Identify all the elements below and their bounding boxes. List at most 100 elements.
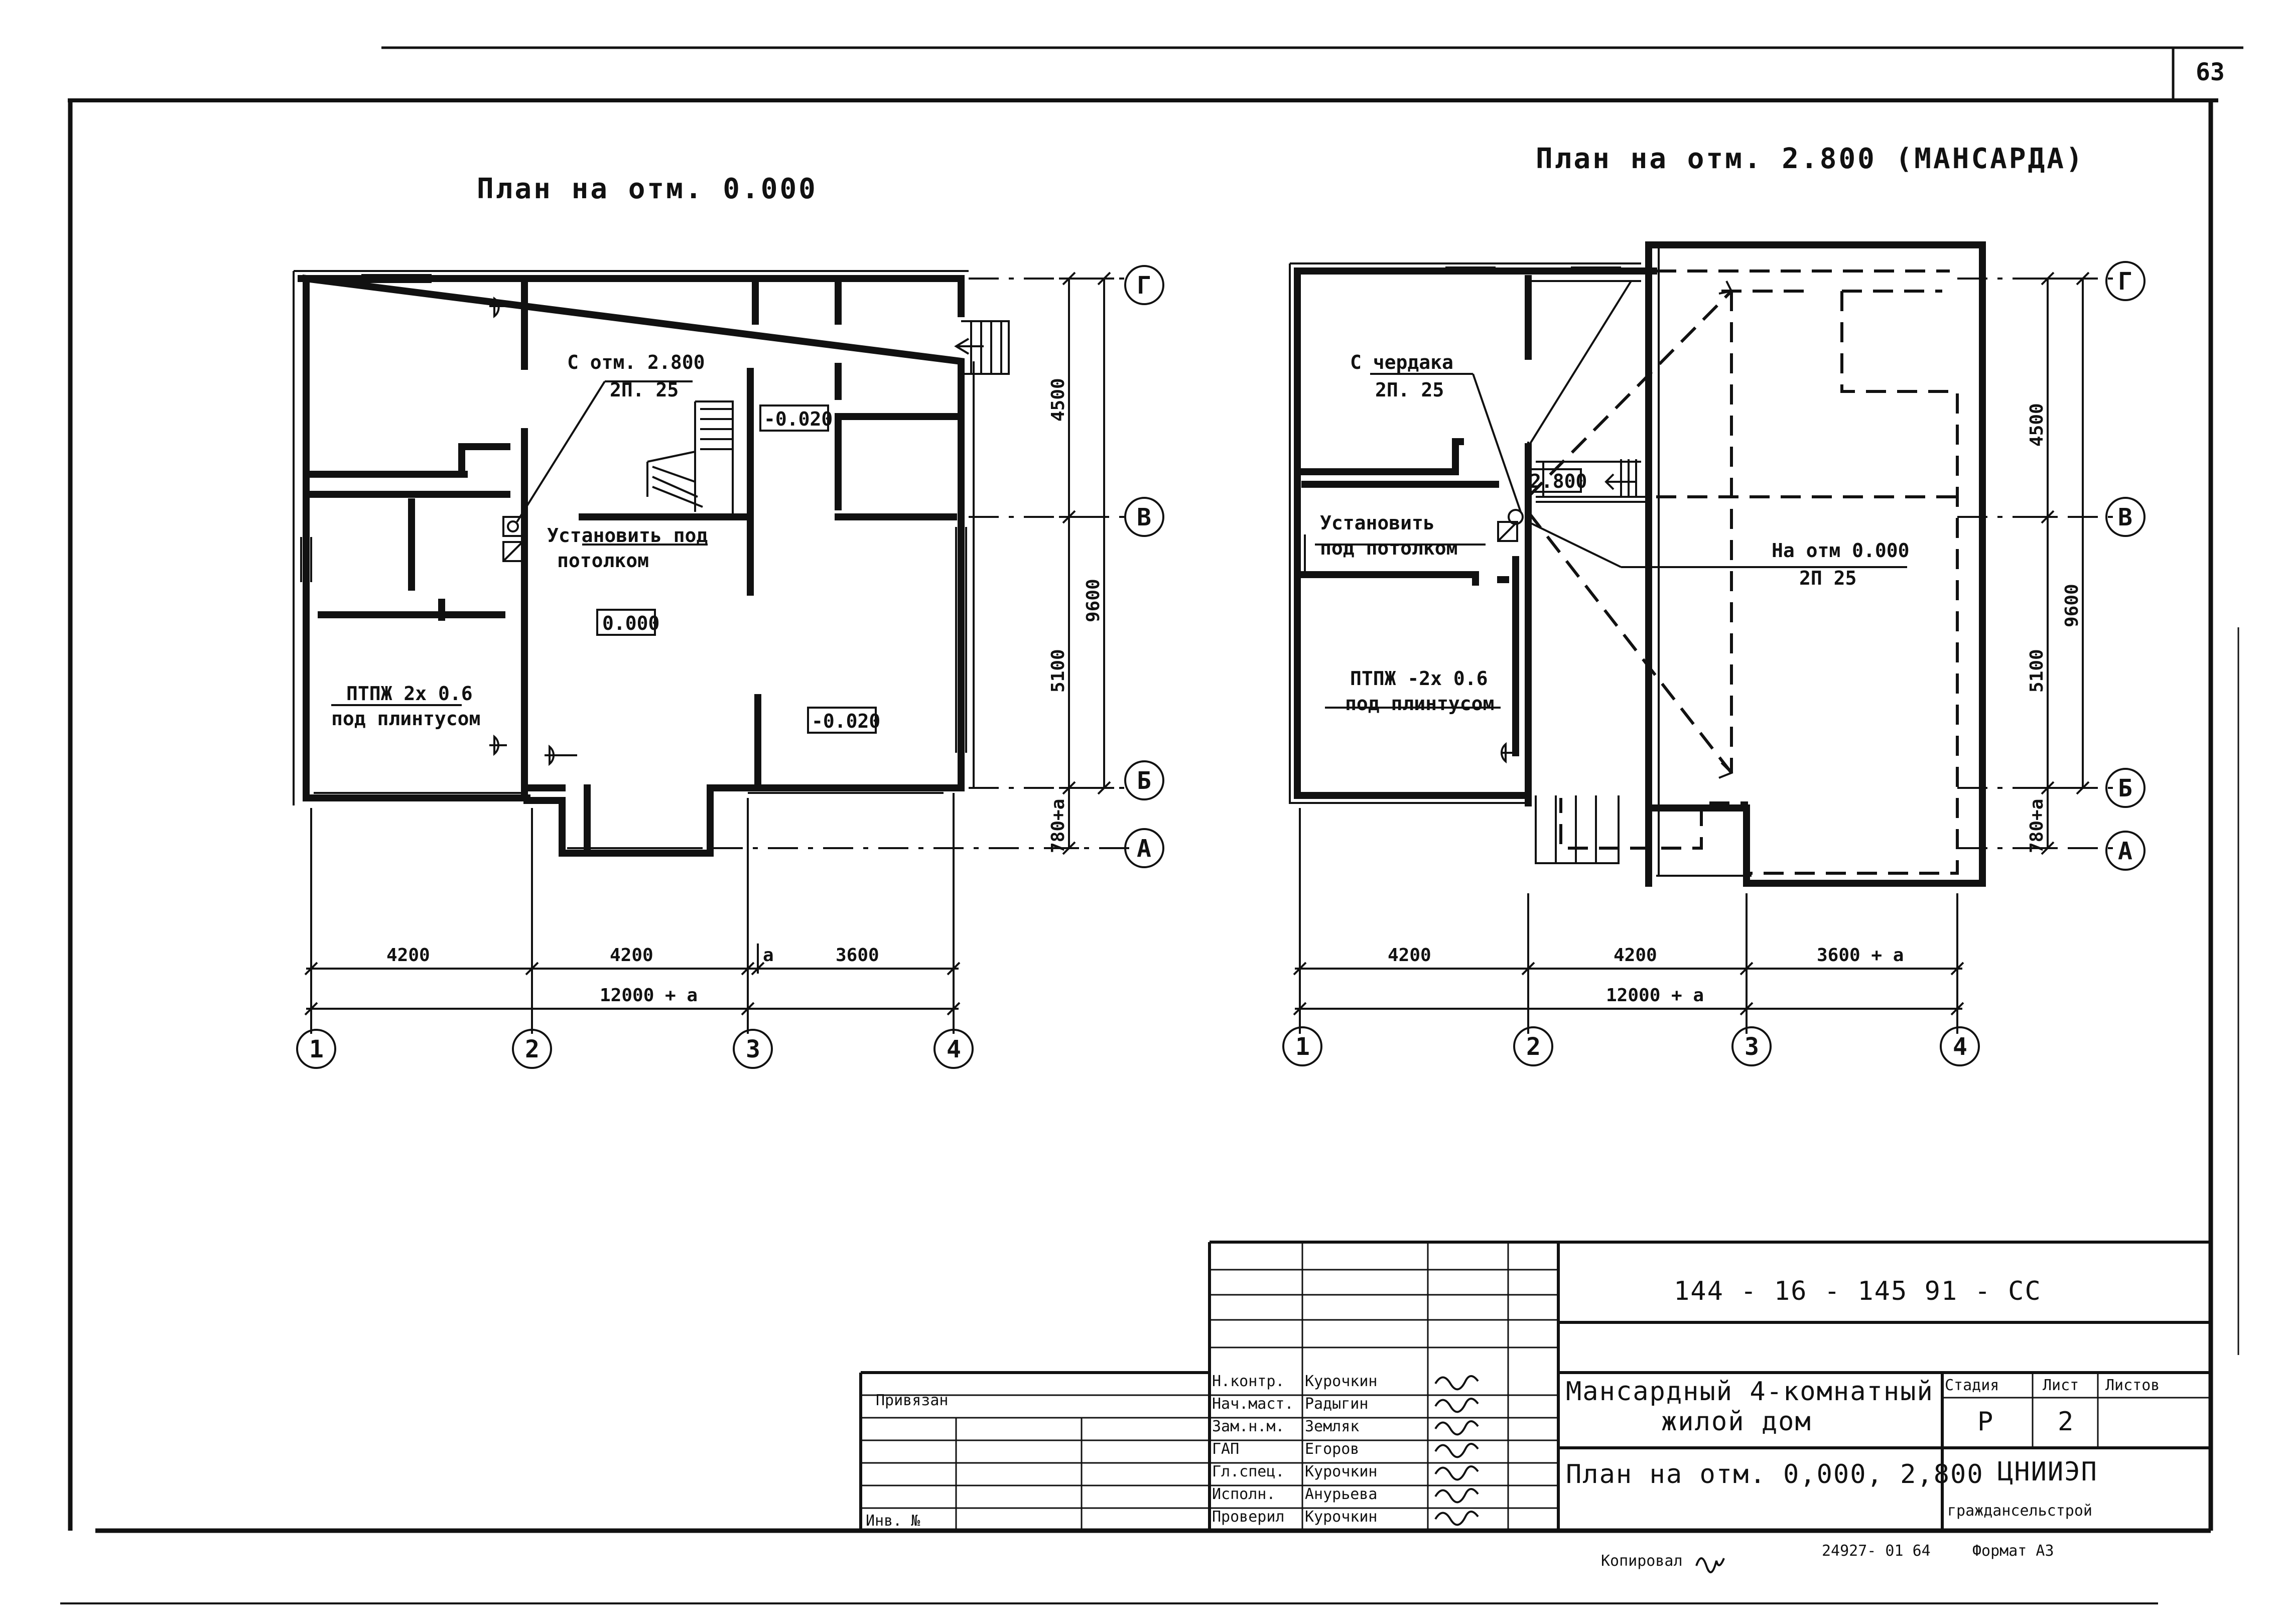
title-block-org-line2: граждансельстрой <box>1947 1502 2092 1520</box>
right-axis-4: 4 <box>1953 1033 1967 1061</box>
left-axis-2: 2 <box>525 1035 540 1063</box>
title-block-project-line2: жилой дом <box>1661 1407 1812 1437</box>
title-block-name: Егоров <box>1305 1440 1359 1458</box>
left-dim-780a: 780+a <box>1048 799 1068 853</box>
right-note-install: Установить <box>1320 512 1435 534</box>
signature-mark <box>1434 1443 1479 1458</box>
right-interior-walls <box>1294 275 1532 799</box>
footer-signature <box>1695 1557 1725 1573</box>
left-axis-3: 3 <box>746 1035 760 1063</box>
left-interior-walls <box>303 275 965 857</box>
title-block-stage-value: Р <box>1977 1407 1994 1437</box>
left-note-ceiling: потолком <box>557 550 649 572</box>
right-dashed-outline <box>1559 269 1959 875</box>
right-note-2p25-b: 2П 25 <box>1799 567 1856 589</box>
left-dim-9600: 9600 <box>1083 579 1104 622</box>
signature-mark <box>1434 1375 1479 1391</box>
title-block-stage-label: Стадия <box>1945 1377 1999 1394</box>
right-axis-1: 1 <box>1295 1033 1310 1061</box>
left-mark-m020-b: -0.020 <box>812 710 880 732</box>
right-exterior-wall <box>1294 241 1986 887</box>
title-block-role: Гл.спец. <box>1212 1463 1285 1480</box>
signature-mark <box>1434 1488 1479 1504</box>
right-dim-780a: 780+a <box>2027 799 2047 853</box>
title-block-roles: Н.контр.КурочкинНач.маст.РадыгинЗам.н.м.… <box>1212 1373 1479 1526</box>
signature-mark <box>1434 1511 1479 1526</box>
left-stair <box>646 400 734 517</box>
right-axis-2: 2 <box>1526 1033 1541 1061</box>
left-dim-a: a <box>763 945 774 966</box>
title-block: 144 - 16 - 145 91 - СС Мансардный 4-комн… <box>859 1241 2211 1531</box>
left-dim-4200-b: 4200 <box>610 945 653 966</box>
left-note-2p25: 2П. 25 <box>610 379 679 401</box>
left-axis-bubbles: Г В Б А 1 2 3 4 <box>296 265 1164 1069</box>
left-axis-1: 1 <box>309 1035 324 1063</box>
right-mark-2800: 2.800 <box>1530 470 1587 492</box>
title-block-role: Исполн. <box>1212 1485 1275 1503</box>
signature-mark <box>1434 1420 1479 1436</box>
right-detector <box>1500 742 1516 764</box>
title-block-sheet-value: 2 <box>2058 1407 2074 1437</box>
title-block-name: Радыгин <box>1305 1395 1368 1413</box>
left-plan-title: План на отм. 0.000 <box>477 173 818 205</box>
title-block-project-line1: Мансардный 4-комнатный <box>1566 1377 1934 1407</box>
title-block-name: Анурьева <box>1305 1485 1378 1503</box>
signature-mark <box>1434 1398 1479 1413</box>
title-block-inv-label: Инв. № <box>866 1512 920 1530</box>
title-block-name: Курочкин <box>1305 1463 1378 1480</box>
left-axis-g: Г <box>1137 272 1151 300</box>
right-dim-total: 12000 + a <box>1606 985 1704 1006</box>
right-dim-9600: 9600 <box>2062 584 2082 627</box>
left-axis-a: А <box>1137 835 1151 863</box>
left-dim-4200-a: 4200 <box>386 945 430 966</box>
right-plan-title: План на отм. 2.800 (МАНСАРДА) <box>1536 143 2085 175</box>
right-note-ceiling: под потолком <box>1320 537 1458 559</box>
title-block-sheet-title: План на отм. 0,000, 2,800 <box>1566 1459 1984 1490</box>
left-plan: План на отм. 0.000 С отм. 2.800 2П. 25 У… <box>293 173 1129 1034</box>
title-block-role: Зам.н.м. <box>1212 1418 1285 1435</box>
right-dim-4200-a: 4200 <box>1388 945 1431 966</box>
left-dim-total: 12000 + a <box>600 985 698 1006</box>
title-block-name: Земляк <box>1305 1418 1359 1435</box>
right-note-2p25: 2П. 25 <box>1375 379 1444 401</box>
left-axis-v: В <box>1137 503 1151 531</box>
title-block-code: 144 - 16 - 145 91 - СС <box>1674 1276 2042 1306</box>
right-stair <box>1536 459 1649 503</box>
left-detector-3 <box>545 744 577 766</box>
left-dim-4500: 4500 <box>1048 378 1068 422</box>
footer-order: 24927- 01 64 <box>1822 1542 1931 1560</box>
signature-mark <box>1434 1465 1479 1481</box>
right-dim-5100: 5100 <box>2027 649 2047 693</box>
right-axis-g: Г <box>2118 267 2132 296</box>
footer-format: Формат А3 <box>1972 1542 2054 1560</box>
right-dim-4500: 4500 <box>2027 403 2047 447</box>
right-axis-b: Б <box>2118 774 2132 802</box>
right-note-plinth: под плинтусом <box>1345 693 1494 715</box>
left-riser-box <box>502 516 523 537</box>
title-block-role: ГАП <box>1212 1440 1239 1458</box>
left-detector-2 <box>489 734 507 756</box>
right-axis-v: В <box>2118 503 2132 531</box>
right-dim-3600a: 3600 + a <box>1817 945 1904 966</box>
right-note-ptpzh: ПТПЖ -2х 0.6 <box>1350 667 1488 690</box>
left-mark-0000: 0.000 <box>602 612 659 634</box>
sheet-frame <box>60 46 2243 1604</box>
left-mark-m020-a: -0.020 <box>764 408 833 430</box>
title-block-role: Нач.маст. <box>1212 1395 1294 1413</box>
left-axis-4: 4 <box>947 1035 961 1063</box>
title-block-role: Проверил <box>1212 1508 1285 1526</box>
left-axis-b: Б <box>1137 767 1151 795</box>
right-note-from-0000: На отм 0.000 <box>1772 539 1910 562</box>
footer-copied: Копировал <box>1601 1552 1683 1570</box>
left-note-from-2800: С отм. 2.800 <box>567 351 705 373</box>
left-detector-1 <box>489 296 507 319</box>
left-note-ptpzh: ПТПЖ 2х 0.6 <box>346 683 473 705</box>
title-block-bound-label: Привязан <box>876 1392 949 1409</box>
title-block-org-line1: ЦНИИЭП <box>1997 1457 2098 1487</box>
left-note-plinth: под плинтусом <box>331 708 480 730</box>
right-axis-a: А <box>2118 837 2132 865</box>
page-number: 63 <box>2196 58 2225 86</box>
left-dim-3600: 3600 <box>836 945 879 966</box>
left-dim-5100: 5100 <box>1048 649 1068 693</box>
